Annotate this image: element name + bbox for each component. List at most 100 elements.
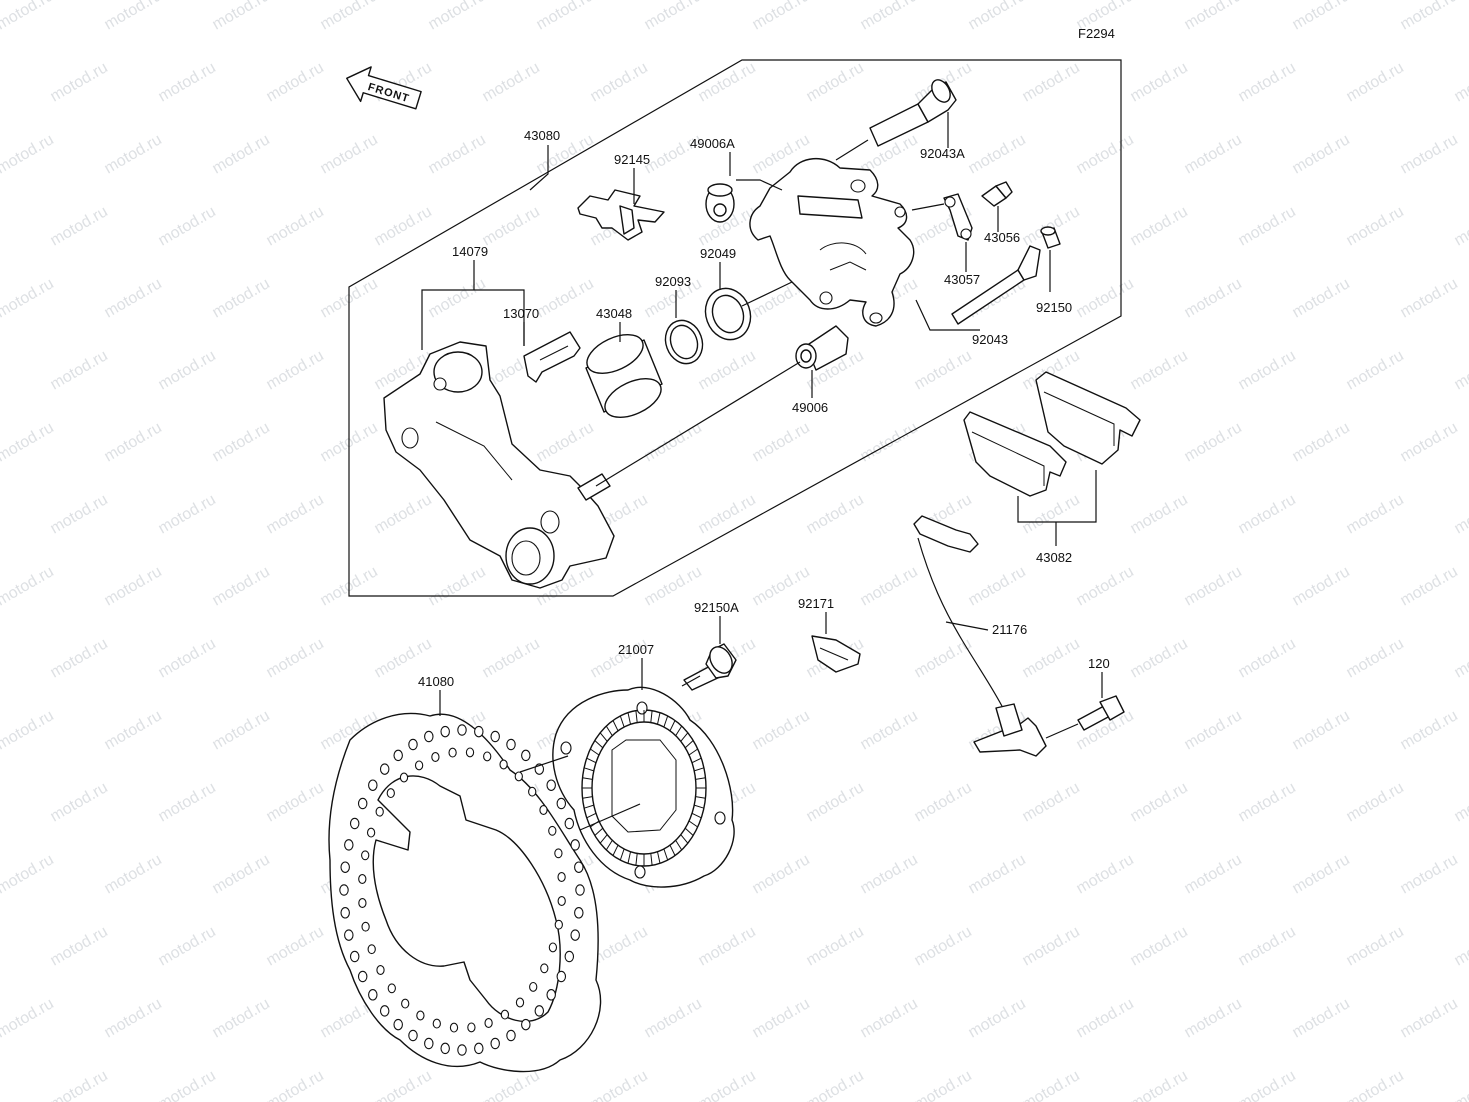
watermark-text: motod.ru <box>1398 275 1461 321</box>
watermark-text: motod.ru <box>264 635 327 681</box>
part-label-43048: 43048 <box>596 306 632 321</box>
watermark-text: motod.ru <box>858 995 921 1041</box>
watermark-text: motod.ru <box>0 779 3 825</box>
disc-hole <box>367 944 376 955</box>
watermark-text: motod.ru <box>1182 563 1245 609</box>
watermark-text: motod.ru <box>102 851 165 897</box>
disc-hole <box>379 1005 390 1017</box>
caliper-assembly-outline <box>348 59 1122 597</box>
disc-hole <box>432 1018 441 1029</box>
ring-tooth <box>657 851 661 864</box>
watermark-text: motod.ru <box>0 419 57 465</box>
watermark-text: motod.ru <box>750 707 813 753</box>
watermark-text: motod.ru <box>1290 419 1353 465</box>
watermark-text: motod.ru <box>1128 779 1191 825</box>
brake-pads-part <box>963 371 1141 497</box>
cap-92150-part <box>1040 226 1061 249</box>
disc-hole <box>349 950 360 963</box>
watermark-text: motod.ru <box>588 1067 651 1102</box>
part-label-92093: 92093 <box>655 274 691 289</box>
watermark-text: motod.ru <box>534 275 597 321</box>
watermark-text: motod.ru <box>912 923 975 969</box>
part-label-43082: 43082 <box>1036 550 1072 565</box>
watermark-text: motod.ru <box>0 563 57 609</box>
watermark-text: motod.ru <box>750 0 813 33</box>
watermark-text: motod.ru <box>1182 131 1245 177</box>
watermark-text: motod.ru <box>1128 491 1191 537</box>
watermark-text: motod.ru <box>696 1067 759 1102</box>
ring-tooth <box>590 748 600 756</box>
watermark-text: motod.ru <box>1020 1067 1083 1102</box>
leader-lines <box>421 112 1103 831</box>
ring-tooth <box>694 804 705 809</box>
watermark-text: motod.ru <box>804 1067 867 1102</box>
watermark-text: motod.ru <box>858 419 921 465</box>
watermark-text: motod.ru <box>210 419 273 465</box>
watermark-text: motod.ru <box>102 707 165 753</box>
watermark-text: motod.ru <box>1182 275 1245 321</box>
watermark-text: motod.ru <box>1452 347 1469 393</box>
part-label-21176: 21176 <box>992 622 1027 637</box>
watermark-text: motod.ru <box>102 563 165 609</box>
disc-hole <box>548 825 557 836</box>
disc-hole <box>416 1010 425 1021</box>
disc-hole <box>540 963 549 974</box>
watermark-text: motod.ru <box>1290 563 1353 609</box>
ring-tooth <box>684 740 694 749</box>
watermark-text: motod.ru <box>1020 779 1083 825</box>
watermark-text: motod.ru <box>264 347 327 393</box>
watermark-text: motod.ru <box>264 491 327 537</box>
watermark-text: motod.ru <box>642 0 705 33</box>
watermark-text: motod.ru <box>1398 563 1461 609</box>
watermark-text: motod.ru <box>966 563 1029 609</box>
disc-hole <box>467 1022 476 1033</box>
watermark-text: motod.ru <box>156 491 219 537</box>
abs-sensor-part <box>913 515 1047 757</box>
watermark-text: motod.ru <box>156 779 219 825</box>
disc-hole <box>340 861 350 873</box>
disc-hole <box>399 772 409 783</box>
watermark-text: motod.ru <box>480 203 543 249</box>
part-label-13070: 13070 <box>503 306 539 321</box>
bolt-120-part <box>1077 695 1125 731</box>
ring-tooth <box>669 844 676 856</box>
watermark-text: motod.ru <box>750 419 813 465</box>
watermark-text: motod.ru <box>1182 0 1245 33</box>
disc-hole <box>534 1005 545 1017</box>
watermark-text: motod.ru <box>1452 203 1469 249</box>
watermark-text: motod.ru <box>156 59 219 105</box>
disc-hole <box>474 725 484 738</box>
pin-92043A-part <box>869 79 957 147</box>
watermark-text: motod.ru <box>1452 491 1469 537</box>
watermark-text: motod.ru <box>1344 1067 1407 1102</box>
ring-tooth <box>635 710 638 723</box>
disc-hole <box>344 839 354 851</box>
pad-clip-part <box>523 331 581 383</box>
piston-part <box>585 334 663 418</box>
disc-hole <box>368 989 378 1001</box>
watermark-text: motod.ru <box>804 59 867 105</box>
watermark-text: motod.ru <box>48 59 111 105</box>
watermark-text: motod.ru <box>1344 59 1407 105</box>
disc-hole <box>574 861 584 873</box>
disc-hole <box>556 797 567 810</box>
disc-hole <box>474 1042 484 1055</box>
watermark-text: motod.ru <box>0 203 3 249</box>
disc-hole <box>361 850 370 861</box>
disc-hole <box>368 779 378 791</box>
boot-49006A-part <box>705 183 735 223</box>
disc-hole <box>490 1037 500 1050</box>
disc-hole <box>548 942 558 953</box>
disc-hole <box>358 898 367 908</box>
watermark-text: motod.ru <box>156 347 219 393</box>
ring-tooth <box>605 725 613 736</box>
disc-hole <box>514 771 523 782</box>
watermark-text: motod.ru <box>102 275 165 321</box>
watermark-text: motod.ru <box>1074 131 1137 177</box>
disc-hole <box>361 921 370 932</box>
bolt-92150A-part <box>683 643 737 691</box>
part-label-43056: 43056 <box>984 230 1020 245</box>
ring-tooth <box>695 777 706 780</box>
watermark-text: motod.ru <box>1344 347 1407 393</box>
disc-hole <box>515 997 525 1008</box>
